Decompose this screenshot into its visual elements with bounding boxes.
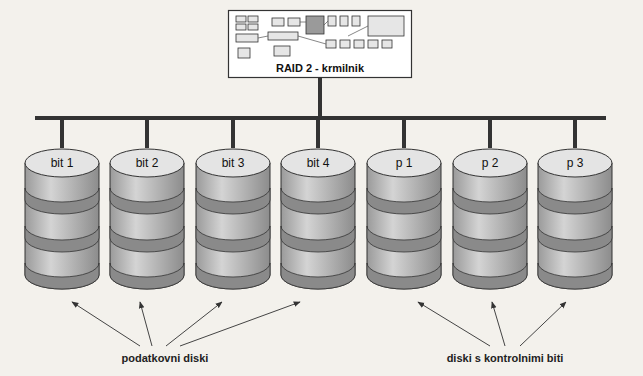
circuit-trace [258,36,268,38]
platter-band [196,226,270,252]
platter-band [538,263,612,289]
chip [368,16,404,36]
platter-band [110,226,184,252]
leader-arrow [140,302,152,346]
chip [382,40,392,48]
disk-label: bit 1 [20,156,104,170]
platter-band [367,226,441,252]
platter-band [196,188,270,214]
platter-band [538,188,612,214]
leader-arrow [418,302,490,346]
disk-body [281,163,355,289]
platter-band [538,226,612,252]
platter-band [281,226,355,252]
platter-band [25,263,99,289]
leader-arrow [180,302,300,346]
platter-band [110,188,184,214]
chip [272,18,284,26]
leader-arrows [72,302,566,346]
bus-connector [320,78,404,148]
disk-drive: p 1 [362,148,446,290]
platter-band [110,263,184,289]
disk-label: p 3 [533,156,617,170]
bus-connector [320,78,575,148]
chip [288,18,300,26]
leader-arrow [520,302,566,346]
chip [238,48,250,58]
bus-connector [233,78,320,148]
leader-arrow [72,302,140,346]
platter-band [453,188,527,214]
bus-connector [147,78,320,148]
disk-body [538,163,612,289]
leader-arrow [492,302,505,346]
disk-label: p 2 [448,156,532,170]
circuit-trace [324,21,328,25]
platter-band [367,263,441,289]
chip [248,16,258,22]
bus-connector [320,78,490,148]
chip [328,16,336,26]
circuit-trace [300,22,306,23]
chip [236,34,258,42]
platter-band [367,188,441,214]
disk-body [196,163,270,289]
platter-band [196,263,270,289]
controller-label: RAID 2 - krmilnik [273,62,367,74]
disk-drive: bit 1 [20,148,104,290]
group-label: diski s kontrolnimi biti [447,352,564,364]
platter-band [453,263,527,289]
chip [236,16,246,22]
raid-controller-card: RAID 2 - krmilnik [228,10,412,78]
chip [340,16,348,26]
platter-band [25,188,99,214]
disk-drive: bit 4 [276,148,360,290]
disk-drive: bit 3 [191,148,275,290]
disk-label: bit 4 [276,156,360,170]
chip [340,40,350,48]
disk-drive: p 2 [448,148,532,290]
disk-label: p 1 [362,156,446,170]
circuit-trace [298,36,326,44]
chip [248,24,258,30]
bus-connector [62,78,320,148]
disk-body [25,163,99,289]
disk-drive: bit 2 [105,148,189,290]
platter-band [281,188,355,214]
platter-band [281,263,355,289]
platter-band [453,226,527,252]
leader-arrow [166,302,222,346]
chip [368,40,378,48]
chip [352,16,360,26]
chip [326,40,336,48]
disk-body [367,163,441,289]
chip [306,16,324,34]
chip [274,46,290,56]
disk-body [110,163,184,289]
circuit-trace [348,26,368,36]
chip [236,24,246,30]
disk-label: bit 2 [105,156,189,170]
group-label: podatkovni diski [122,352,209,364]
chip [354,40,364,48]
chip [268,32,298,40]
disk-drive: p 3 [533,148,617,290]
disk-body [453,163,527,289]
disk-label: bit 3 [191,156,275,170]
platter-band [25,226,99,252]
card-board [229,11,412,78]
